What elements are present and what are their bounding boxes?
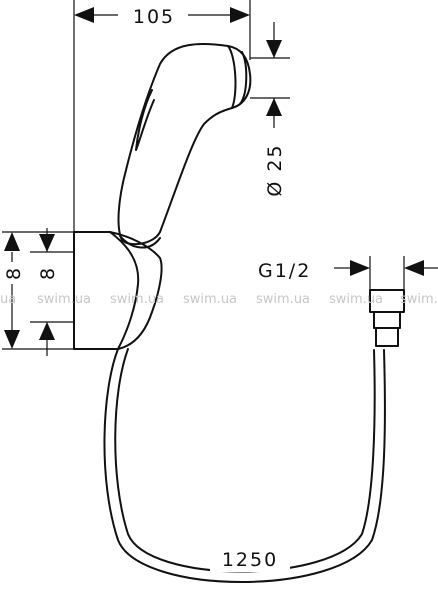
outer-height-label: 8 — [3, 266, 25, 280]
hose-outer — [103, 348, 386, 583]
watermark: swim.ua — [183, 292, 237, 307]
thread-dimension: G1/2 — [258, 256, 438, 290]
head-face-rim — [239, 51, 248, 105]
holder-outline — [73, 231, 163, 350]
diameter-label: Ø 25 — [264, 143, 286, 196]
hose — [103, 289, 405, 583]
arrow-up — [266, 98, 282, 116]
width-label: 105 — [133, 6, 175, 28]
inner-height-label: 8 — [37, 266, 59, 280]
ferrule-lower — [375, 327, 399, 347]
watermark-fragment: swim.u — [400, 292, 438, 307]
outer-arrow-up — [4, 232, 20, 251]
head-outline — [117, 42, 252, 246]
head-diameter-dimension: Ø 25 — [250, 22, 290, 214]
watermark-row: ua swim.ua swim.ua swim.ua swim.ua swim.… — [0, 292, 438, 307]
outer-arrow-down — [4, 330, 20, 349]
holder-inner-curve — [109, 231, 140, 350]
arrow-right — [230, 7, 250, 23]
watermark-fragment: ua — [0, 292, 16, 307]
arrow-down — [266, 40, 282, 58]
shower-head — [117, 42, 252, 249]
inner-arrow-up — [39, 322, 55, 340]
holder-height-dimension: 8 8 — [2, 228, 74, 356]
thread-arrow-right — [350, 260, 370, 276]
hose-length-label: 1250 — [222, 549, 278, 571]
width-dimension: 105 — [73, 0, 251, 232]
neck-line — [119, 235, 161, 249]
arrow-left — [74, 7, 94, 23]
watermark: swim.ua — [110, 292, 164, 307]
head-face — [227, 45, 237, 109]
wall-holder — [73, 231, 163, 350]
watermark: swim.ua — [37, 292, 91, 307]
thread-label: G1/2 — [258, 260, 311, 282]
watermark: swim.ua — [256, 292, 310, 307]
hose-inner — [114, 348, 376, 573]
watermark: swim.ua — [329, 292, 383, 307]
ferrule-upper — [373, 311, 401, 329]
hose-length-dimension: 1250 — [210, 546, 290, 572]
inner-arrow-down — [39, 234, 55, 252]
trigger-button — [135, 89, 155, 151]
thread-arrow-left — [404, 260, 424, 276]
